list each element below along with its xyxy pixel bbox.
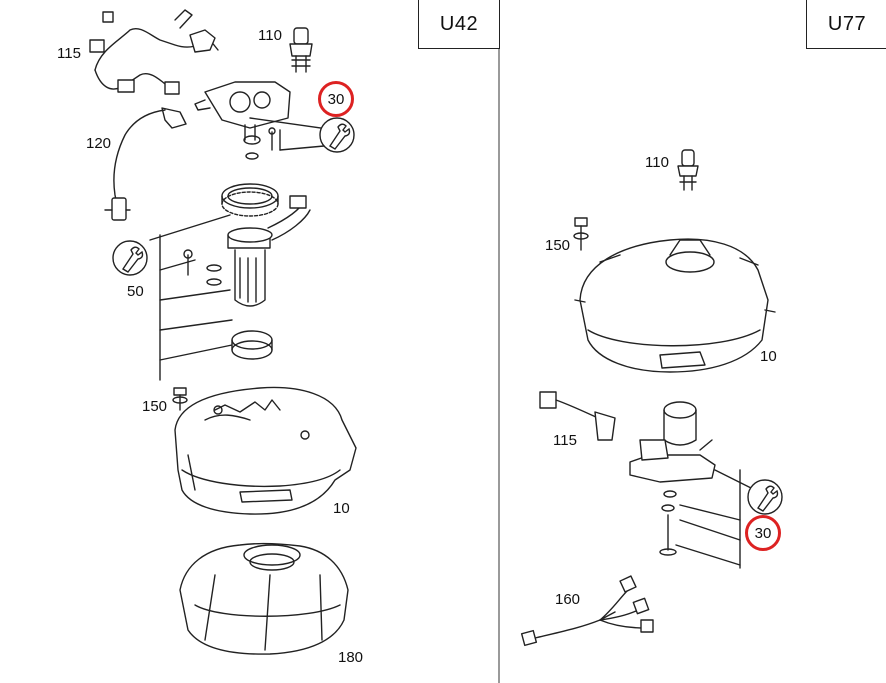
connector-115-right <box>539 391 616 441</box>
wrench-icon <box>112 240 148 276</box>
panel-divider <box>498 0 500 683</box>
callout-180-left[interactable]: 180 <box>338 649 364 666</box>
callout-150-right[interactable]: 150 <box>545 237 571 254</box>
callout-10-right[interactable]: 10 <box>760 348 777 365</box>
wrench-icon <box>319 117 355 153</box>
wrench-icon <box>747 479 783 515</box>
callout-30-right-highlighted[interactable]: 30 <box>745 515 781 551</box>
callout-30-left-label: 30 <box>327 90 345 108</box>
pump-assembly-right <box>629 401 716 483</box>
wiring-harness-115-left <box>89 9 219 95</box>
callout-30-right-label: 30 <box>754 524 772 542</box>
fuel-pump-left <box>227 195 311 307</box>
callout-110-right[interactable]: 110 <box>645 154 669 171</box>
tank-shell-left <box>179 542 349 655</box>
callout-30-left-highlighted[interactable]: 30 <box>318 81 354 117</box>
locking-ring-left <box>221 183 279 217</box>
sensor-110-right <box>677 149 699 191</box>
bolt-150-left <box>172 387 188 411</box>
callout-160-right[interactable]: 160 <box>555 591 581 608</box>
callout-120-left[interactable]: 120 <box>86 135 112 152</box>
callout-115-right[interactable]: 115 <box>553 432 577 449</box>
sensor-cable-120-left <box>104 109 166 221</box>
fuel-tank-left <box>174 386 357 515</box>
callout-50-left[interactable]: 50 <box>127 283 144 300</box>
fuel-tank-right <box>574 238 776 373</box>
wiring-harness-160-right <box>520 575 654 647</box>
sensor-110-left <box>289 27 313 73</box>
pump-module-left <box>161 81 291 141</box>
seal-ring-left <box>231 330 273 360</box>
callout-110-left[interactable]: 110 <box>258 27 282 44</box>
callout-115-left[interactable]: 115 <box>57 45 81 62</box>
variant-label-left: U42 <box>418 0 500 49</box>
callout-10-left[interactable]: 10 <box>333 500 350 517</box>
variant-label-right: U77 <box>806 0 886 49</box>
callout-150-left[interactable]: 150 <box>142 398 168 415</box>
bolt-150-right <box>573 217 589 251</box>
